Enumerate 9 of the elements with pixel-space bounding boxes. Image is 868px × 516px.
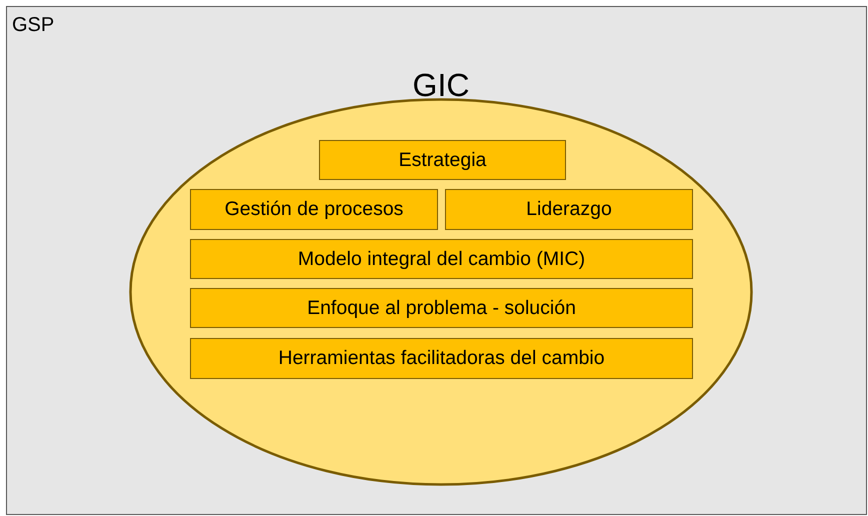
concept-box: Liderazgo xyxy=(445,189,693,230)
ellipse-title: GIC xyxy=(412,67,470,104)
container-box xyxy=(6,6,867,515)
concept-box: Enfoque al problema - solución xyxy=(190,288,693,328)
concept-box: Gestión de procesos xyxy=(190,189,438,230)
container-title: GSP xyxy=(12,14,54,37)
concept-box: Modelo integral del cambio (MIC) xyxy=(190,239,693,279)
concept-box: Herramientas facilitadoras del cambio xyxy=(190,338,693,379)
concept-box: Estrategia xyxy=(319,140,566,180)
